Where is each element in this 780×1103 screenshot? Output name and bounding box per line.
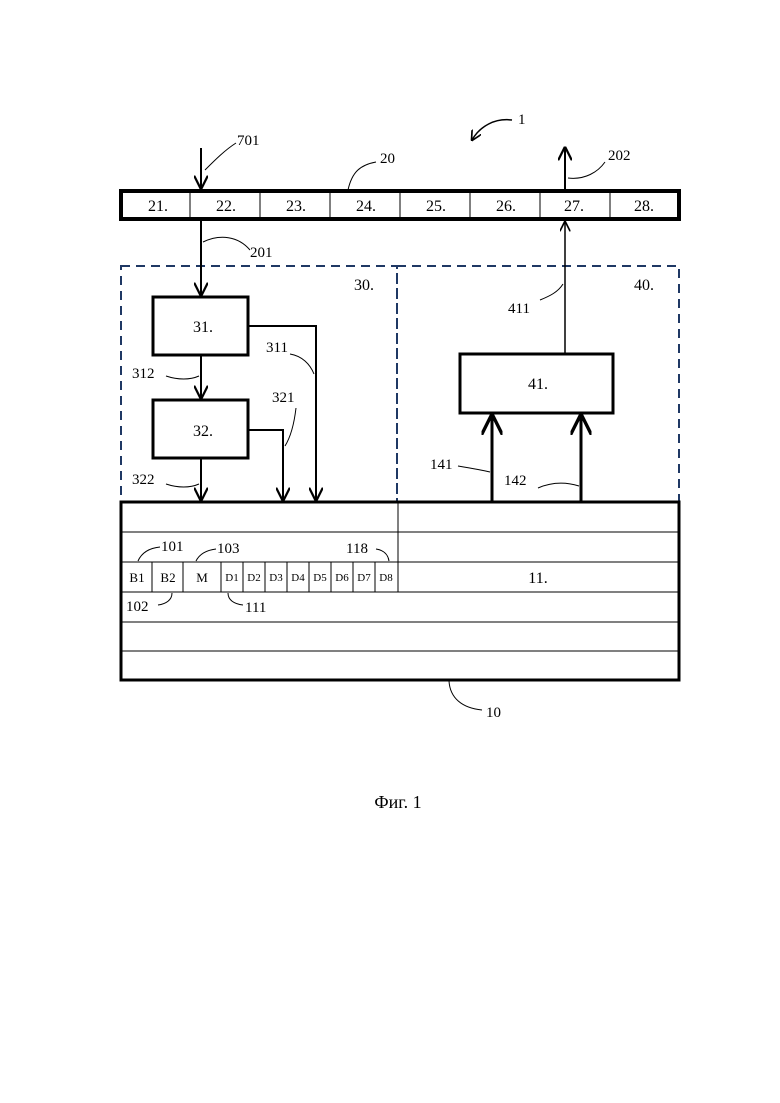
memory-cell-D8: D8 xyxy=(379,572,393,584)
ref-20-label: 20 xyxy=(380,151,395,167)
bus-cell-27: 27. xyxy=(564,198,584,215)
memory-cell-D4: D4 xyxy=(291,572,305,584)
block-31-label: 31. xyxy=(193,319,213,336)
ref-411-leader xyxy=(540,284,563,300)
ref-10-leader xyxy=(449,681,482,710)
ref-312-leader xyxy=(166,376,199,379)
ref-103-leader xyxy=(196,549,216,561)
memory-cell-D6: D6 xyxy=(335,572,349,584)
module-30-label: 30. xyxy=(354,277,374,294)
memory-cell-M: M xyxy=(196,570,208,585)
ref-1-arrow xyxy=(472,120,512,140)
ref-322-leader xyxy=(166,484,199,487)
memory-cell-D3: D3 xyxy=(269,572,283,584)
ref-311-label: 311 xyxy=(266,340,288,356)
ref-322-label: 322 xyxy=(132,472,155,488)
signal-321-line xyxy=(248,430,283,500)
block-32-label: 32. xyxy=(193,423,213,440)
ref-101-leader xyxy=(138,547,160,561)
memory-cell-D5: D5 xyxy=(313,572,327,584)
ref-102-label: 102 xyxy=(126,599,149,615)
ref-321-label: 321 xyxy=(272,390,295,406)
ref-142-label: 142 xyxy=(504,473,527,489)
bus-cell-23: 23. xyxy=(286,198,306,215)
bus-cell-28: 28. xyxy=(634,198,654,215)
ref-312-label: 312 xyxy=(132,366,155,382)
bus-cell-26: 26. xyxy=(496,198,516,215)
memory-row-11-label: 11. xyxy=(528,570,547,587)
memory-cell-D2: D2 xyxy=(247,572,260,584)
ref-118-label: 118 xyxy=(346,541,368,557)
ref-411-label: 411 xyxy=(508,301,530,317)
ref-311-leader xyxy=(290,354,314,374)
module-40-label: 40. xyxy=(634,277,654,294)
ref-202-leader xyxy=(568,162,605,178)
ref-701-leader xyxy=(205,143,236,170)
ref-102-leader xyxy=(158,593,172,605)
bus-cell-21: 21. xyxy=(148,198,168,215)
memory-10 xyxy=(121,502,679,680)
memory-cell-B1: B1 xyxy=(129,570,144,585)
ref-321-leader xyxy=(285,408,296,446)
block-41-label: 41. xyxy=(528,376,548,393)
ref-101-label: 101 xyxy=(161,539,184,555)
ref-141-label: 141 xyxy=(430,457,453,473)
ref-118-leader xyxy=(376,549,389,561)
bus-20-dividers xyxy=(190,191,610,219)
ref-142-leader xyxy=(538,483,579,488)
memory-cell-D1: D1 xyxy=(225,572,238,584)
memory-cell-D7: D7 xyxy=(357,572,371,584)
ref-20-leader xyxy=(348,162,376,190)
ref-103-label: 103 xyxy=(217,541,240,557)
figure-caption: Фиг. 1 xyxy=(374,792,421,812)
ref-111-leader xyxy=(228,593,243,605)
ref-111-label: 111 xyxy=(245,600,266,616)
ref-10-label: 10 xyxy=(486,705,501,721)
ref-1-label: 1 xyxy=(518,112,526,128)
ref-141-leader xyxy=(458,466,490,472)
ref-201-leader xyxy=(203,237,250,250)
bus-cell-24: 24. xyxy=(356,198,376,215)
ref-701-label: 701 xyxy=(237,133,260,149)
bus-cell-25: 25. xyxy=(426,198,446,215)
ref-202-label: 202 xyxy=(608,148,631,164)
memory-cell-B2: B2 xyxy=(160,570,175,585)
bus-cell-22: 22. xyxy=(216,198,236,215)
ref-201-label: 201 xyxy=(250,245,273,261)
